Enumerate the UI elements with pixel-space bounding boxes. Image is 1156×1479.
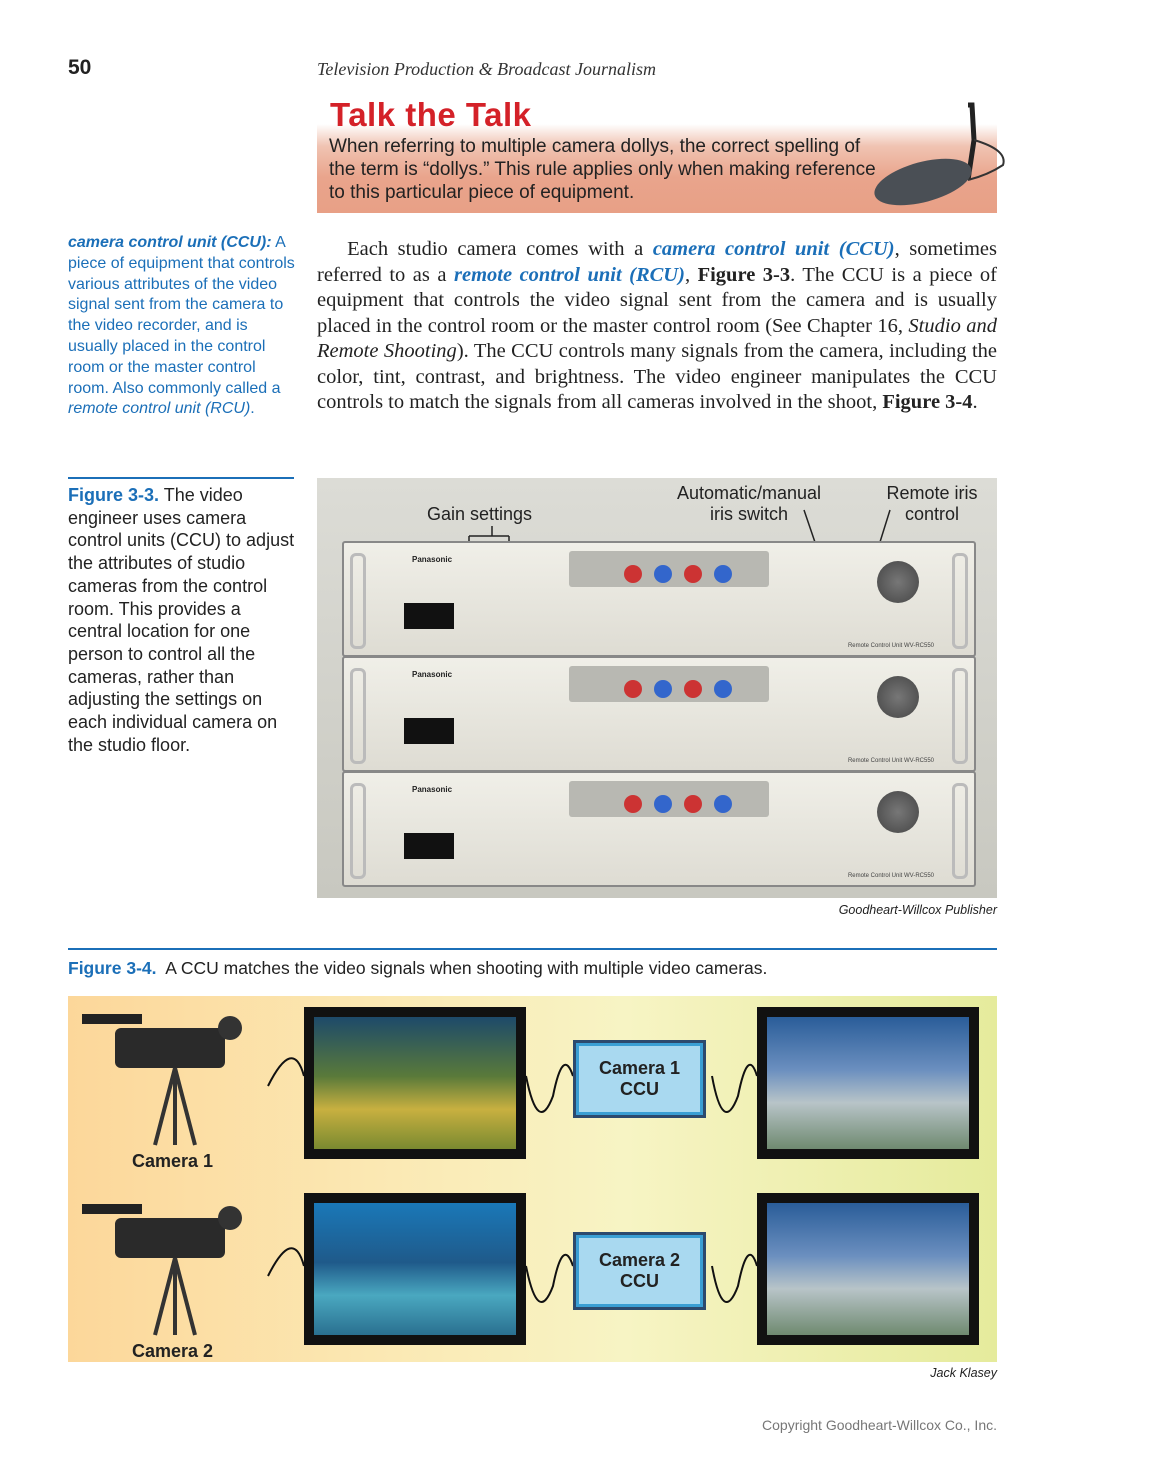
photo-credit: Jack Klasey [930, 1366, 997, 1380]
glossary-term: camera control unit (CCU): [68, 234, 272, 251]
figure-3-3-caption: Figure 3-3. The video engineer uses came… [68, 484, 298, 756]
caption-text: The video engineer uses camera control u… [68, 485, 295, 755]
body-text: . [972, 391, 978, 413]
brand-label: Panasonic [412, 555, 453, 564]
video-camera-icon [82, 1014, 242, 1146]
monitor-corrected [757, 1007, 979, 1159]
figure-label: Figure 3-3. [68, 485, 160, 505]
body-text: , [684, 263, 698, 286]
figure-reference: Figure 3-3 [697, 263, 791, 286]
model-label: Remote Control Unit WV-RC550 [847, 758, 934, 764]
body-text: Each studio camera comes with a [347, 238, 653, 260]
caption-text: A CCU matches the video signals when sho… [165, 958, 768, 978]
glossary-margin-note: camera control unit (CCU): A piece of eq… [68, 233, 298, 420]
brand-label: Panasonic [412, 785, 453, 794]
page-number: 50 [68, 56, 92, 79]
ccu-diagram: Camera 1 Camera 2 Camera 1 CCU Camera 2 … [68, 996, 997, 1362]
ccu-box: Camera 2 CCU [573, 1232, 706, 1310]
microphone-icon [874, 102, 1005, 206]
ccu-label: Camera 2 CCU [576, 1235, 703, 1307]
talk-the-talk-text: When referring to multiple camera dollys… [329, 136, 876, 203]
camera-label: Camera 1 [132, 1151, 214, 1171]
monitor-uncorrected [304, 1193, 526, 1345]
callout-remote-iris: Remote iris control [886, 483, 978, 524]
glossary-end: . [250, 400, 255, 418]
cables [267, 1057, 758, 1303]
monitor-uncorrected [304, 1007, 526, 1159]
caption-rule [68, 948, 997, 950]
body-text: ). The CCU controls many signals from th… [317, 340, 997, 413]
callout-gain-settings: Gain settings [427, 504, 533, 524]
ccu-box: Camera 1 CCU [573, 1040, 706, 1118]
glossary-alt-term: remote control unit (RCU) [68, 400, 251, 418]
key-term-ccu: camera control unit (CCU) [652, 238, 895, 260]
body-paragraph: Each studio camera comes with a camera c… [317, 237, 997, 416]
ccu-label: Camera 1 CCU [576, 1043, 703, 1115]
caption-rule [68, 477, 294, 479]
body-text: . The CCU is a piece of equipment that c… [317, 263, 998, 337]
model-label: Remote Control Unit WV-RC550 [847, 643, 934, 649]
camera-label: Camera 2 [132, 1341, 214, 1361]
callout-iris-switch: Automatic/manual iris switch [676, 483, 822, 524]
ccu-rack-photo: Gain settings Automatic/manual iris swit… [317, 478, 997, 898]
glossary-definition: A piece of equipment that controls vario… [68, 234, 295, 397]
chapter-reference: Studio and Remote Shooting [317, 314, 997, 363]
figure-label: Figure 3-4. [68, 958, 157, 978]
key-term-rcu: remote control unit (RCU) [454, 263, 685, 286]
monitor-corrected [757, 1193, 979, 1345]
photo-credit: Goodheart-Willcox Publisher [838, 903, 997, 917]
model-label: Remote Control Unit WV-RC550 [847, 873, 934, 879]
figure-reference: Figure 3-4 [882, 391, 973, 413]
talk-the-talk-title: Talk the Talk [330, 96, 532, 133]
running-head: Television Production & Broadcast Journa… [317, 59, 656, 79]
video-camera-icon [82, 1204, 242, 1336]
copyright: Copyright Goodheart-Willcox Co., Inc. [762, 1417, 997, 1433]
brand-label: Panasonic [412, 670, 453, 679]
figure-3-4-caption: Figure 3-4. A CCU matches the video sign… [68, 958, 767, 979]
body-text: , sometimes referred to as a [317, 238, 997, 286]
